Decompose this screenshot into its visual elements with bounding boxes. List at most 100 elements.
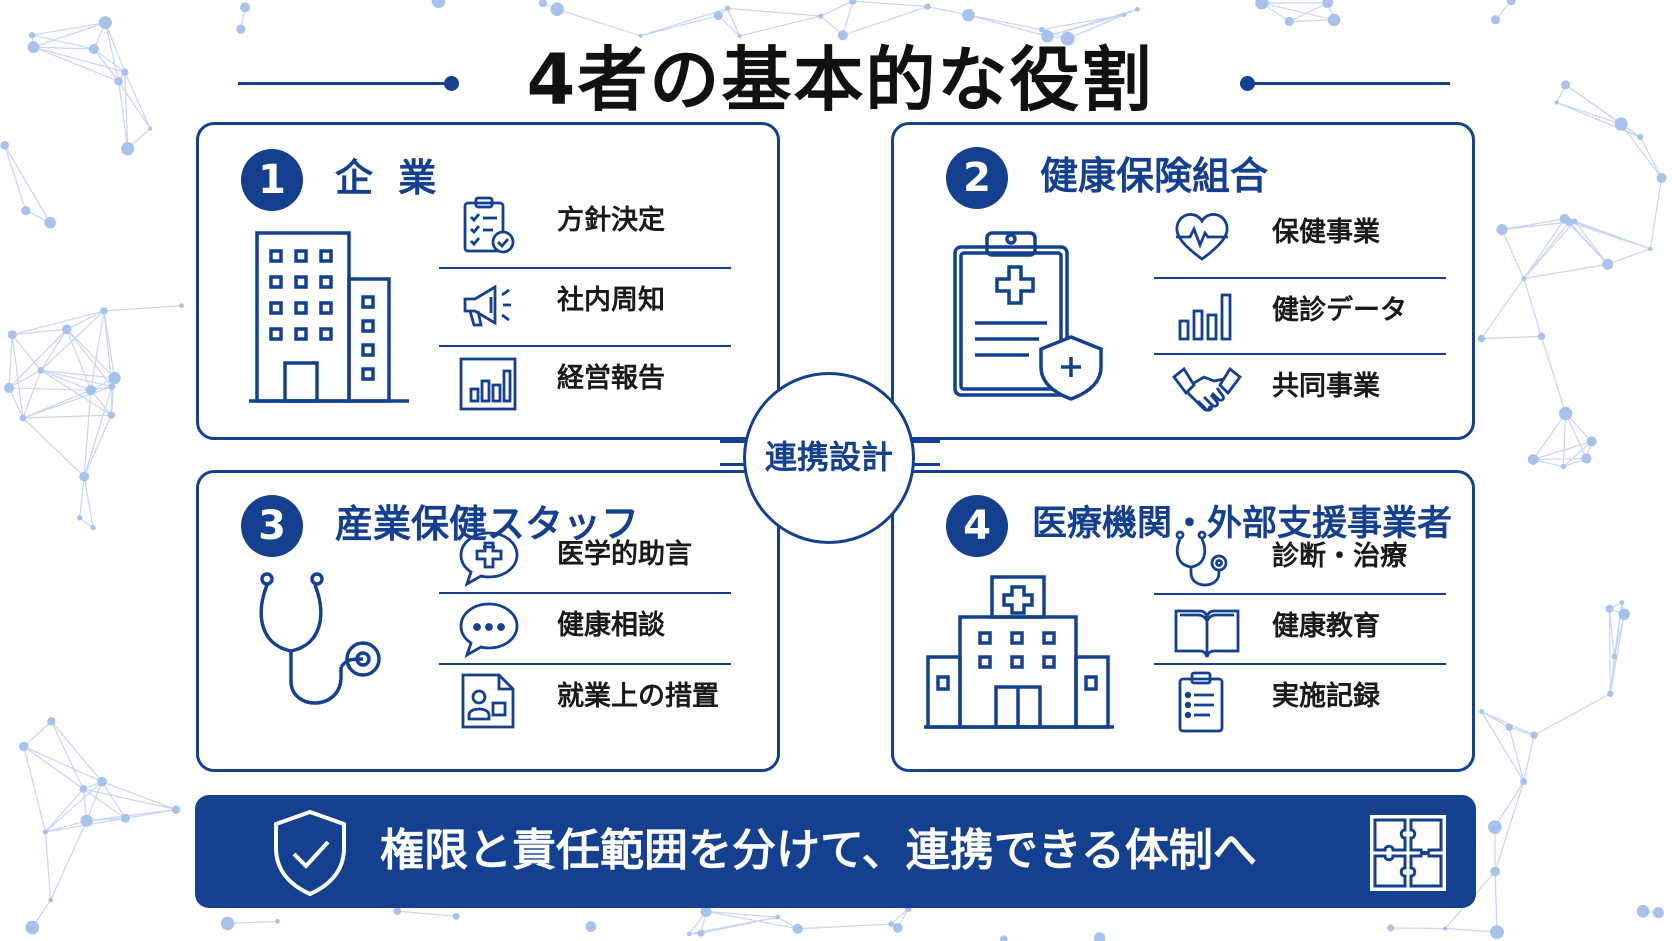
network-node	[1520, 778, 1528, 786]
network-node	[1656, 173, 1667, 183]
network-node	[98, 16, 112, 30]
title-line-right	[1244, 82, 1450, 85]
network-line	[1501, 229, 1525, 279]
network-node	[962, 8, 975, 22]
network-line	[8, 328, 68, 389]
network-node	[148, 126, 153, 131]
network-line	[23, 745, 84, 790]
network-line	[1289, 2, 1329, 23]
item-label: 健康相談	[557, 610, 665, 641]
center-circle	[743, 372, 915, 544]
network-line	[31, 34, 94, 50]
network-line	[1639, 136, 1663, 179]
title-dot-left	[444, 76, 459, 91]
network-node	[1565, 218, 1574, 227]
item-management-report: 経営報告	[439, 345, 731, 417]
network-line	[101, 781, 126, 819]
network-node	[1000, 935, 1008, 941]
network-node	[80, 814, 93, 827]
item-label: 実施記録	[1272, 681, 1380, 712]
network-node	[1496, 223, 1508, 236]
network-node	[1618, 608, 1630, 621]
network-node	[792, 923, 803, 934]
network-line	[118, 80, 151, 129]
network-line	[1562, 413, 1567, 467]
network-node	[1614, 117, 1628, 131]
network-line	[12, 310, 105, 336]
network-node	[1322, 0, 1334, 9]
page-title: 4者の基本的な役割	[526, 39, 1154, 121]
card-number: 1	[241, 149, 303, 211]
network-node	[107, 411, 116, 419]
network-node	[179, 303, 184, 309]
network-node	[121, 68, 129, 76]
network-line	[117, 81, 129, 149]
network-line	[1481, 711, 1510, 728]
network-line	[8, 369, 42, 389]
network-node	[1636, 904, 1650, 918]
network-line	[556, 8, 641, 37]
network-line	[83, 788, 177, 811]
network-node	[79, 785, 88, 793]
network-node	[892, 923, 903, 933]
megaphone-icon	[457, 275, 517, 335]
item-work-measures: 就業上の措置	[439, 663, 731, 735]
network-node	[108, 383, 116, 390]
network-line	[1445, 927, 1498, 933]
network-line	[50, 721, 84, 790]
network-node	[817, 13, 824, 19]
network-node	[19, 741, 29, 752]
network-line	[1481, 711, 1535, 736]
network-line	[11, 334, 42, 371]
item-health-education: 健康教育	[1154, 593, 1446, 665]
network-line	[124, 72, 129, 149]
network-node	[700, 905, 712, 917]
network-node	[775, 914, 781, 920]
network-node	[1602, 258, 1614, 270]
card-title: 産業保健スタッフ	[335, 502, 640, 546]
network-node	[62, 324, 72, 335]
network-node	[97, 776, 107, 787]
network-line	[1481, 335, 1542, 340]
network-node	[1442, 926, 1448, 931]
item-internal-notice: 社内周知	[439, 267, 731, 339]
network-line	[86, 781, 103, 822]
network-node	[1560, 80, 1571, 90]
network-line	[227, 920, 278, 925]
network-line	[22, 417, 85, 477]
network-node	[76, 515, 83, 521]
network-node	[1537, 332, 1546, 341]
network-node	[79, 471, 90, 482]
title-line-left	[238, 82, 448, 85]
network-node	[1038, 26, 1045, 33]
network-line	[727, 7, 821, 17]
network-node	[1490, 866, 1500, 877]
item-label: 医学的助言	[557, 539, 692, 570]
network-node	[7, 330, 17, 340]
network-node	[27, 41, 40, 54]
network-node	[0, 141, 9, 150]
title-area: 4者の基本的な役割	[0, 18, 1672, 121]
network-line	[968, 14, 1048, 37]
network-node	[1619, 600, 1625, 605]
network-line	[1568, 221, 1609, 265]
network-node	[697, 929, 705, 937]
network-line	[33, 46, 94, 50]
network-line	[103, 305, 182, 312]
network-node	[171, 805, 181, 814]
network-line	[33, 46, 126, 73]
network-line	[1607, 248, 1651, 265]
network-line	[79, 476, 85, 518]
network-node	[452, 912, 460, 920]
heart-pulse-icon	[1172, 207, 1232, 267]
network-line	[1494, 781, 1525, 828]
network-line	[11, 334, 24, 419]
item-label: 共同事業	[1272, 371, 1380, 402]
network-line	[66, 328, 115, 379]
network-line	[86, 817, 126, 822]
network-line	[40, 369, 92, 391]
network-line	[22, 414, 112, 419]
card-number: 2	[946, 147, 1008, 209]
network-line	[1556, 102, 1622, 125]
